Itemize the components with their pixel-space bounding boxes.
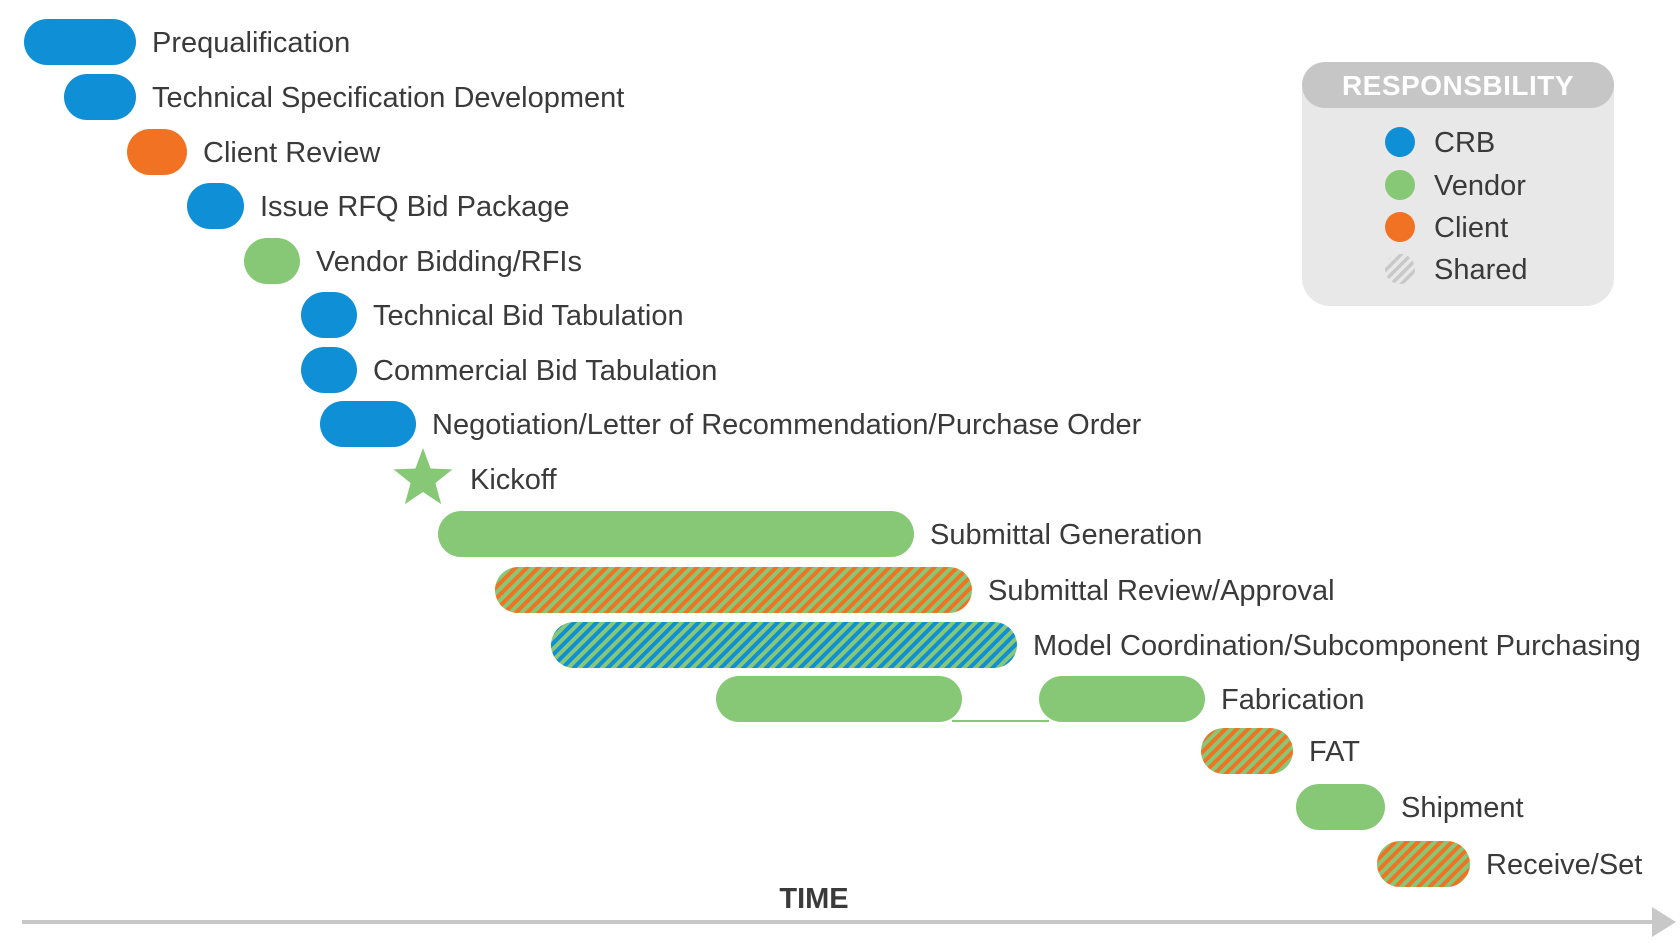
- task-model-coordination-subcomponent-purchasing: Model Coordination/Subcomponent Purchasi…: [551, 622, 1641, 668]
- task-bar: [301, 292, 357, 338]
- task-bar: [64, 74, 136, 120]
- task-receive-set: Receive/Set: [1377, 841, 1642, 887]
- task-bar: [187, 183, 244, 229]
- green-dot-icon: [1385, 170, 1415, 200]
- legend-label: Shared: [1434, 254, 1528, 286]
- task-bar: [1296, 784, 1385, 830]
- task-shipment: Shipment: [1296, 784, 1524, 830]
- task-label: Vendor Bidding/RFIs: [316, 246, 582, 278]
- task-label: Prequalification: [152, 27, 350, 59]
- task-bar: [716, 676, 962, 722]
- task-fat: FAT: [1201, 728, 1360, 774]
- task-label: Submittal Generation: [930, 519, 1202, 551]
- task-bar: [1377, 841, 1470, 887]
- task-label: Model Coordination/Subcomponent Purchasi…: [1033, 630, 1641, 662]
- legend-title: RESPONSBILITY: [1342, 70, 1574, 101]
- task-label: Commercial Bid Tabulation: [373, 355, 717, 387]
- kickoff-star-icon: [393, 448, 453, 505]
- task-vendor-bidding-rfis: Vendor Bidding/RFIs: [244, 238, 582, 284]
- task-technical-bid-tabulation: Technical Bid Tabulation: [301, 292, 684, 338]
- task-negotiation-letter-of-recommendation-purchase-order: Negotiation/Letter of Recommendation/Pur…: [320, 401, 1142, 447]
- task-label: Client Review: [203, 137, 381, 169]
- task-submittal-generation: Submittal Generation: [438, 511, 1202, 557]
- task-label: Submittal Review/Approval: [988, 575, 1335, 607]
- task-label: Shipment: [1401, 792, 1524, 824]
- task-label: Issue RFQ Bid Package: [260, 191, 569, 223]
- task-bar: [1201, 728, 1293, 774]
- task-prequalification: Prequalification: [24, 19, 350, 65]
- time-axis-label: TIME: [779, 883, 848, 915]
- task-fabrication: Fabrication: [716, 676, 1364, 722]
- task-bar: [551, 622, 1017, 668]
- task-label: Negotiation/Letter of Recommendation/Pur…: [432, 409, 1142, 441]
- legend-item-client: Client: [1385, 212, 1508, 244]
- task-submittal-review-approval: Submittal Review/Approval: [495, 567, 1335, 613]
- task-commercial-bid-tabulation: Commercial Bid Tabulation: [301, 347, 717, 393]
- task-kickoff: Kickoff: [393, 448, 557, 505]
- task-bar: [301, 347, 357, 393]
- task-label: Technical Bid Tabulation: [373, 300, 684, 332]
- task-client-review: Client Review: [127, 129, 381, 175]
- task-bar: [1039, 676, 1205, 722]
- legend-background: [1302, 62, 1614, 306]
- task-technical-specification-development: Technical Specification Development: [64, 74, 624, 120]
- orange-dot-icon: [1385, 212, 1415, 242]
- task-bar: [438, 511, 914, 557]
- legend-label: Client: [1434, 212, 1508, 244]
- legend-item-vendor: Vendor: [1385, 170, 1526, 202]
- hatched-dot-icon: [1385, 254, 1415, 284]
- legend-item-crb: CRB: [1385, 127, 1495, 159]
- task-issue-rfq-bid-package: Issue RFQ Bid Package: [187, 183, 569, 229]
- task-label: FAT: [1309, 736, 1360, 768]
- task-bar: [24, 19, 136, 65]
- legend-label: CRB: [1434, 127, 1495, 159]
- time-axis-arrow-icon: [1652, 907, 1676, 937]
- legend-header: [1302, 62, 1614, 108]
- task-bar: [244, 238, 300, 284]
- task-bar: [320, 401, 416, 447]
- blue-dot-icon: [1385, 127, 1415, 157]
- legend-item-shared: Shared: [1385, 254, 1528, 286]
- legend-label: Vendor: [1434, 170, 1526, 202]
- task-label: Receive/Set: [1486, 849, 1642, 881]
- task-label: Fabrication: [1221, 684, 1364, 716]
- task-label: Technical Specification Development: [152, 82, 624, 114]
- task-bar: [495, 567, 972, 613]
- task-bar: [127, 129, 187, 175]
- task-label: Kickoff: [470, 464, 557, 496]
- time-axis: TIME: [22, 883, 1676, 937]
